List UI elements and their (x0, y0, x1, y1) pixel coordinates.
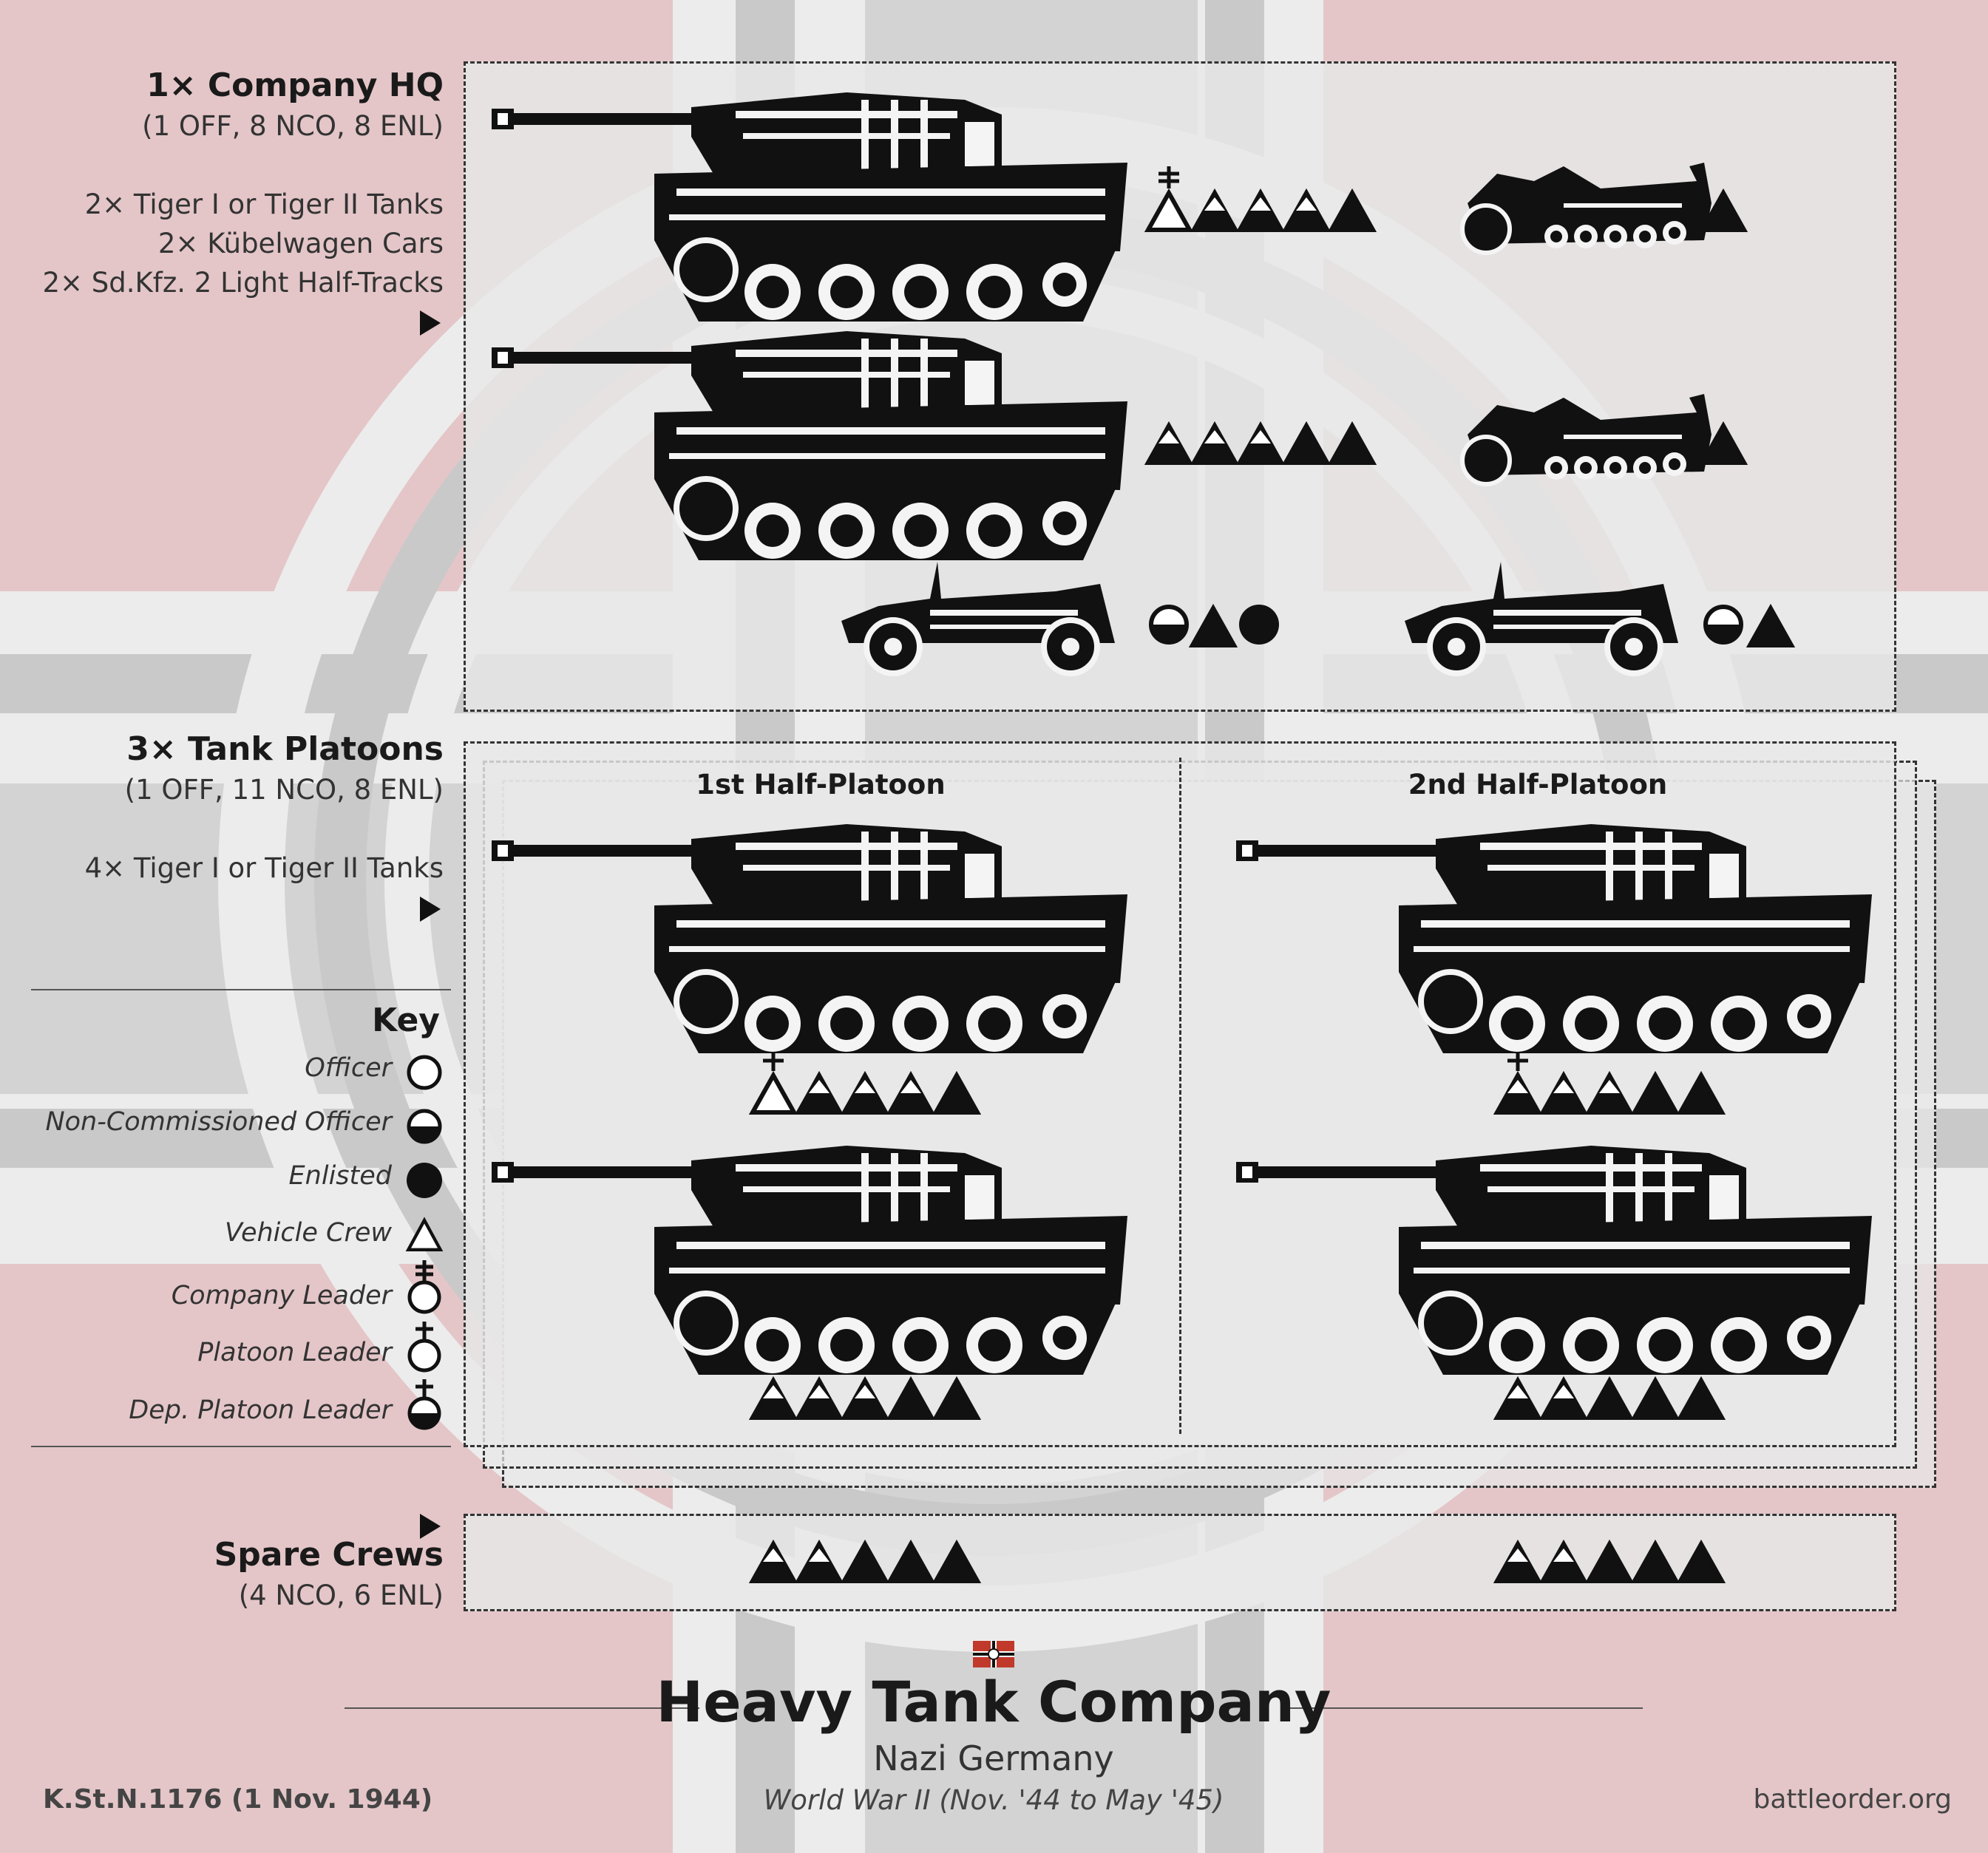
enlisted-icon (407, 1163, 442, 1198)
dep-platoon-leader-icon (407, 1379, 441, 1430)
title-rule-right (1288, 1707, 1643, 1709)
platoons-equipment-1: 4× Tiger I or Tiger II Tanks (84, 852, 444, 884)
key-enlisted-label: Enlisted (288, 1161, 392, 1191)
platoons-expand-arrow-icon[interactable] (420, 897, 441, 922)
reference-code: K.St.N.1176 (1 Nov. 1944) (43, 1784, 433, 1815)
key-title: Key (372, 1002, 440, 1039)
key-company-leader-label: Company Leader (171, 1281, 392, 1310)
half-platoon-2-title: 2nd Half-Platoon (1408, 769, 1668, 800)
key-platoon-leader-label: Platoon Leader (197, 1338, 392, 1367)
spare-strength: (4 NCO, 6 ENL) (238, 1580, 444, 1611)
platoons-strength: (1 OFF, 11 NCO, 8 ENL) (124, 774, 444, 806)
hq-equipment-2: 2× Kübelwagen Cars (157, 228, 444, 259)
platoon-leader-icon (407, 1322, 441, 1373)
page-title: Heavy Tank Company (656, 1669, 1331, 1735)
key-vehicle-crew-label: Vehicle Crew (225, 1218, 392, 1248)
hq-tank-1-crew (1148, 166, 1377, 233)
platoon-tank-3-icon (492, 1146, 1127, 1375)
spare-crew-1 (753, 1540, 982, 1584)
era-subtitle: World War II (Nov. '44 to May '45) (763, 1784, 1224, 1816)
spare-crew-2 (1497, 1540, 1726, 1584)
key-bottom-rule (31, 1446, 451, 1447)
hq-car-1-crew (1149, 605, 1279, 647)
spare-title: Spare Crews (214, 1536, 444, 1574)
hq-car-2-icon (1397, 562, 1686, 676)
platoon-tank-2-crew (1497, 1053, 1726, 1114)
hq-title: 1× Company HQ (146, 67, 444, 104)
key-nco-label: Non-Commissioned Officer (45, 1107, 392, 1137)
hq-halftrack-1-icon (1453, 159, 1719, 255)
vehicle-crew-icon (405, 1217, 444, 1251)
platoons-title: 3× Tank Platoons (126, 730, 444, 768)
hq-car-1-icon (834, 562, 1122, 676)
hq-car-2-crew (1703, 605, 1799, 647)
platoon-tank-1-icon (492, 824, 1127, 1053)
key-top-rule (31, 989, 451, 990)
half-platoon-1-title: 1st Half-Platoon (696, 769, 946, 800)
platoon-tank-4-crew (1497, 1376, 1726, 1421)
platoon-tank-4-icon (1236, 1146, 1872, 1375)
key-dep-platoon-leader-label: Dep. Platoon Leader (129, 1395, 392, 1425)
flag-icon (973, 1641, 1014, 1667)
hq-halftrack-2-icon (1453, 390, 1719, 486)
title-rule-left (345, 1707, 699, 1709)
hq-tank-2-icon (492, 331, 1127, 560)
platoon-tank-3-crew (753, 1376, 982, 1421)
hq-tank-2-crew (1148, 421, 1377, 466)
hq-expand-arrow-icon[interactable] (420, 310, 441, 336)
platoon-tank-2-icon (1236, 824, 1872, 1053)
platoon-tank-1-crew (753, 1053, 982, 1114)
site-link[interactable]: battleorder.org (1753, 1784, 1952, 1815)
hq-strength: (1 OFF, 8 NCO, 8 ENL) (142, 110, 444, 142)
hq-tank-1-icon (492, 92, 1127, 322)
hq-halftrack-1-crew (1703, 188, 1747, 233)
hq-halftrack-2-crew (1703, 421, 1747, 466)
hq-equipment-3: 2× Sd.Kfz. 2 Light Half-Tracks (42, 267, 444, 299)
half-platoon-divider (1179, 758, 1181, 1434)
key-officer-label: Officer (305, 1053, 392, 1083)
hq-equipment-1: 2× Tiger I or Tiger II Tanks (84, 188, 444, 220)
officer-icon (407, 1055, 442, 1090)
company-leader-icon (407, 1260, 441, 1314)
spare-expand-arrow-icon[interactable] (420, 1514, 441, 1539)
country-subtitle: Nazi Germany (873, 1738, 1114, 1778)
nco-icon (407, 1109, 442, 1144)
